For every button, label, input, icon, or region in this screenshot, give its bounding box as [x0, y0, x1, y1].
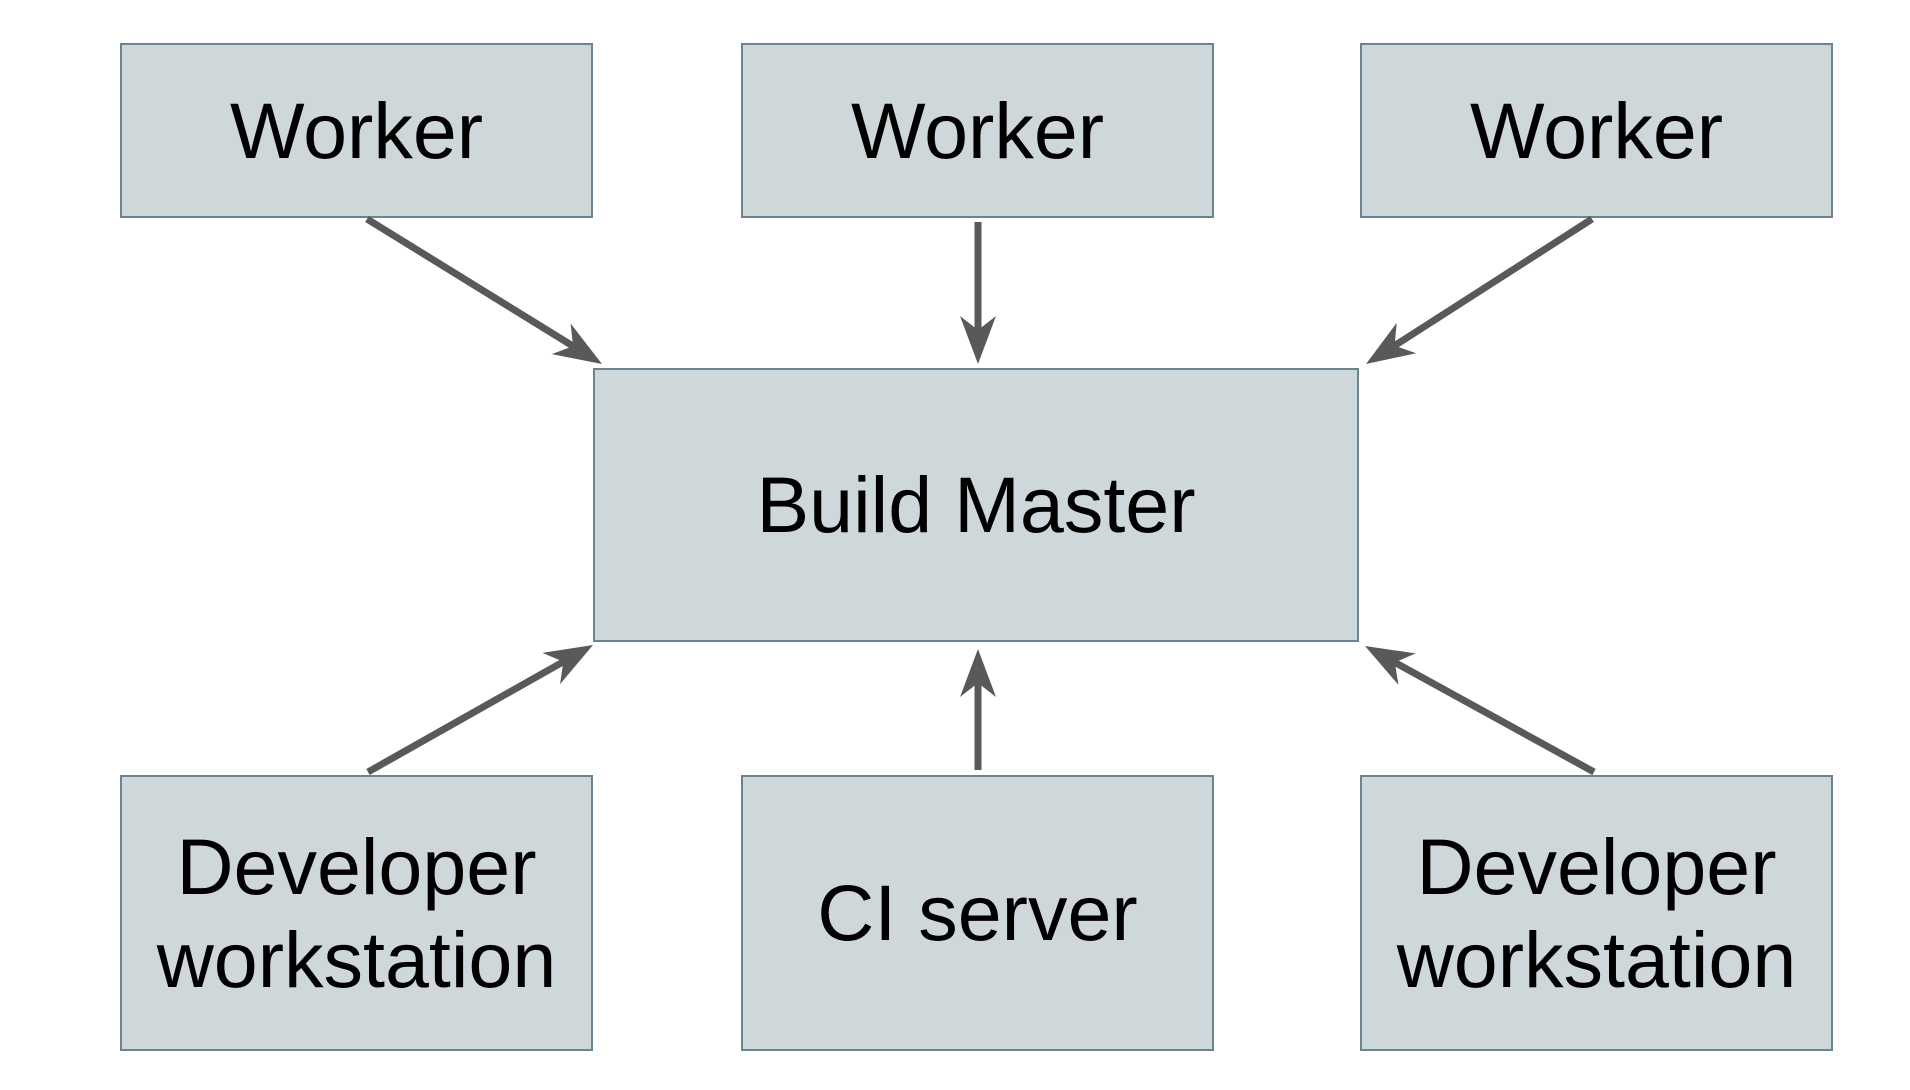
node-ci-server-label: CI server: [817, 868, 1138, 958]
node-developer-workstation-right-label: Developer workstation: [1396, 821, 1797, 1004]
arrow-head-worker-2: [960, 316, 996, 364]
node-worker-1-label: Worker: [229, 85, 484, 175]
node-worker-2: Worker: [741, 43, 1214, 218]
node-ci-server: CI server: [741, 775, 1214, 1051]
node-build-master: Build Master: [593, 368, 1359, 642]
arrow-head-ci-server: [960, 649, 996, 697]
node-developer-workstation-right: Developer workstation: [1360, 775, 1833, 1051]
node-worker-3-label: Worker: [1469, 85, 1724, 175]
node-worker-3: Worker: [1360, 43, 1833, 218]
arrow-shaft-worker-1: [365, 216, 579, 352]
arrow-head-developer-workstation-left: [542, 645, 593, 685]
node-build-master-label: Build Master: [756, 460, 1196, 550]
node-developer-workstation-left-label: Developer workstation: [156, 821, 557, 1004]
arrow-head-worker-3: [1366, 322, 1417, 364]
node-worker-1: Worker: [120, 43, 593, 218]
arrow-shaft-worker-3: [1389, 216, 1594, 351]
arrow-head-developer-workstation-right: [1365, 646, 1416, 685]
arrow-head-worker-1: [551, 323, 602, 364]
node-worker-2-label: Worker: [850, 85, 1105, 175]
arrow-shaft-developer-workstation-left: [366, 656, 569, 776]
node-developer-workstation-left: Developer workstation: [120, 775, 593, 1051]
arrow-shaft-developer-workstation-right: [1389, 657, 1596, 776]
